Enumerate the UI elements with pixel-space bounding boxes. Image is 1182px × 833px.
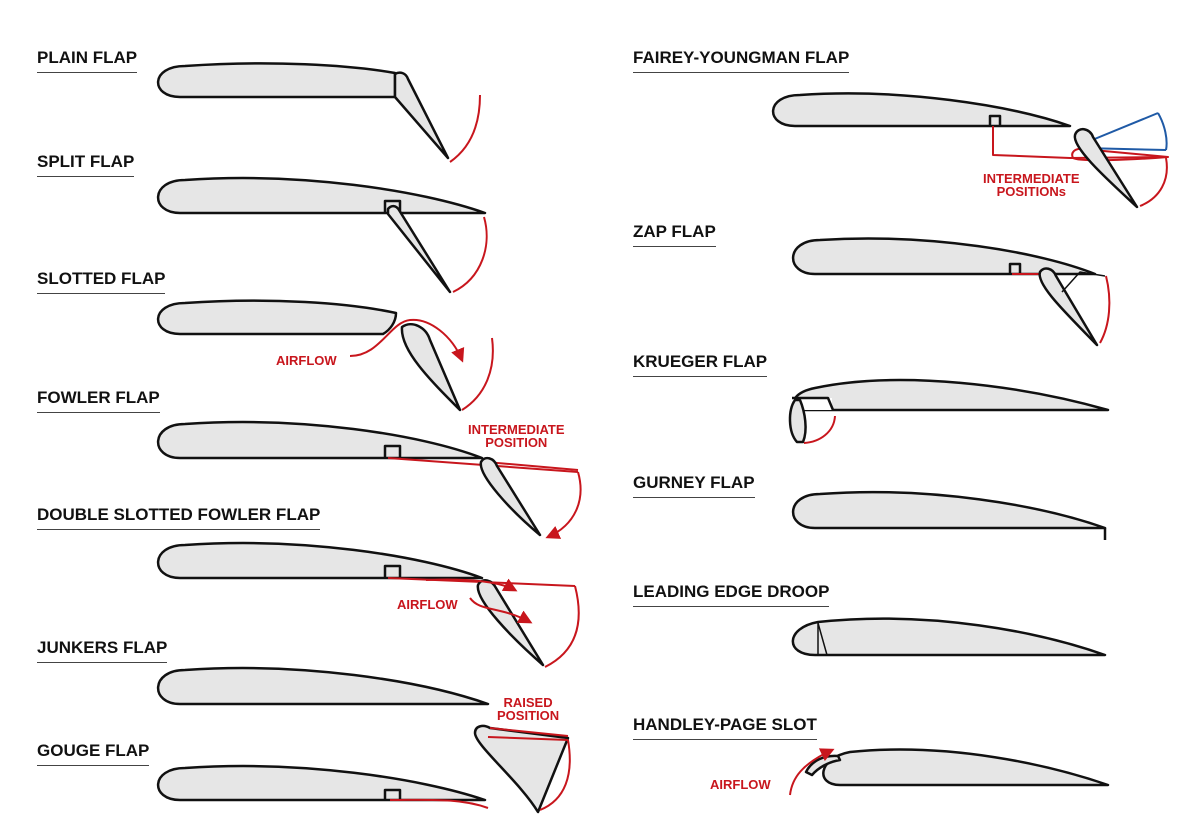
handley-page-slot-diagram (789, 748, 1110, 796)
double-slotted-wing (156, 541, 484, 580)
double-slotted-airflow-label: AIRFLOW (397, 597, 458, 612)
gouge-flap-lower-curve (389, 798, 489, 809)
fowler-flap-intermediate-label: INTERMEDIATE POSITION (468, 423, 565, 449)
fairey-youngman-flap-title: FAIREY-YOUNGMAN FLAP (633, 48, 850, 73)
double-slotted-travel-arc (544, 585, 580, 668)
gurney-flap-diagram (791, 490, 1107, 540)
slotted-flap-airflow-arrow (349, 318, 465, 363)
gouge-flap-wing (156, 764, 487, 802)
leading-edge-droop-wing (791, 617, 1107, 657)
slotted-flap-wing (156, 299, 398, 336)
handley-page-airflow-label: AIRFLOW (710, 777, 771, 792)
slotted-flap-surface (400, 323, 462, 412)
split-flap-title: SPLIT FLAP (37, 152, 135, 177)
handley-page-wing (822, 748, 1110, 787)
slotted-flap-travel-arc (461, 337, 494, 411)
junkers-flap-raised-upper-line (489, 727, 569, 737)
junkers-flap-raised-surface (473, 724, 570, 814)
junkers-flap-raised-lower-line (487, 736, 569, 741)
slotted-flap-diagram (156, 299, 494, 412)
leading-edge-droop-hinge (817, 622, 828, 656)
krueger-flap-surface (788, 398, 807, 444)
handley-page-airflow-arrow (789, 748, 835, 796)
krueger-flap-wing (791, 378, 1110, 412)
fairey-youngman-intermediate-frame (992, 126, 1169, 159)
junkers-flap-raised-label: RAISED POSITION (497, 696, 559, 722)
krueger-flap-diagram (788, 378, 1110, 444)
junkers-flap-raised-label-line1: RAISED (503, 695, 553, 710)
leading-edge-droop-diagram (791, 617, 1107, 657)
gouge-flap-title: GOUGE FLAP (37, 741, 150, 766)
fairey-youngman-blue-arc (1157, 112, 1168, 151)
zap-flap-title: ZAP FLAP (633, 222, 716, 247)
fowler-flap-surface (479, 456, 542, 537)
fairey-youngman-flap-diagram (771, 92, 1169, 209)
fowler-flap-diagram (156, 420, 582, 539)
split-flap-diagram (156, 176, 488, 294)
leading-edge-droop-title: LEADING EDGE DROOP (633, 582, 830, 607)
slotted-flap-title: SLOTTED FLAP (37, 269, 166, 294)
zap-flap-travel-arc (1099, 275, 1111, 344)
fowler-flap-intermediate-label-line1: INTERMEDIATE (468, 422, 565, 437)
double-slotted-fowler-flap-diagram (156, 541, 580, 668)
plain-flap-title: PLAIN FLAP (37, 48, 138, 73)
double-slotted-fowler-flap-title: DOUBLE SLOTTED FOWLER FLAP (37, 505, 321, 530)
krueger-flap-cutout-outline (792, 396, 835, 411)
split-flap-surface (386, 204, 452, 294)
fairey-youngman-label-line2: POSITIONs (996, 184, 1066, 199)
fowler-flap-travel-arc (545, 471, 582, 539)
krueger-flap-title: KRUEGER FLAP (633, 352, 768, 377)
zap-flap-diagram (791, 237, 1111, 347)
fowler-flap-intermediate-label-line2: POSITION (485, 435, 548, 450)
double-slotted-airflow-arrow-upper (425, 578, 518, 592)
plain-flap-surface (393, 71, 450, 160)
gouge-flap-diagram (156, 764, 489, 809)
plain-flap-travel-arc (449, 94, 481, 163)
zap-flap-surface (1038, 267, 1099, 347)
split-flap-travel-arc (452, 216, 488, 293)
junkers-flap-diagram (156, 666, 571, 814)
gurney-flap-wing (791, 490, 1107, 530)
gurney-flap-title: GURNEY FLAP (633, 473, 755, 498)
split-flap-wing (156, 176, 487, 215)
handley-page-slot-title: HANDLEY-PAGE SLOT (633, 715, 817, 740)
krueger-flap-travel-arc (803, 415, 836, 444)
zap-flap-linkage (1061, 271, 1106, 293)
fowler-flap-wing (156, 420, 484, 460)
junkers-flap-title: JUNKERS FLAP (37, 638, 168, 663)
junkers-flap-raised-label-line2: POSITION (497, 708, 560, 723)
fowler-flap-extension-line (485, 461, 579, 471)
fairey-youngman-intermediate-label: INTERMEDIATE POSITIONs (983, 172, 1080, 198)
double-slotted-flap-surface (476, 579, 545, 667)
junkers-flap-travel-arc (539, 739, 571, 811)
zap-flap-wing (791, 237, 1097, 276)
fairey-youngman-travel-arc (1139, 157, 1168, 207)
junkers-flap-wing (156, 666, 490, 706)
fairey-youngman-flap-surface (1073, 128, 1139, 209)
plain-flap-diagram (156, 62, 481, 163)
fairey-youngman-label-line1: INTERMEDIATE (983, 171, 1080, 186)
fowler-flap-title: FOWLER FLAP (37, 388, 160, 413)
fairey-youngman-wing (771, 92, 1072, 128)
plain-flap-wing (156, 62, 397, 99)
slotted-flap-airflow-label: AIRFLOW (276, 353, 337, 368)
double-slotted-airflow-arrow-lower (469, 597, 533, 624)
